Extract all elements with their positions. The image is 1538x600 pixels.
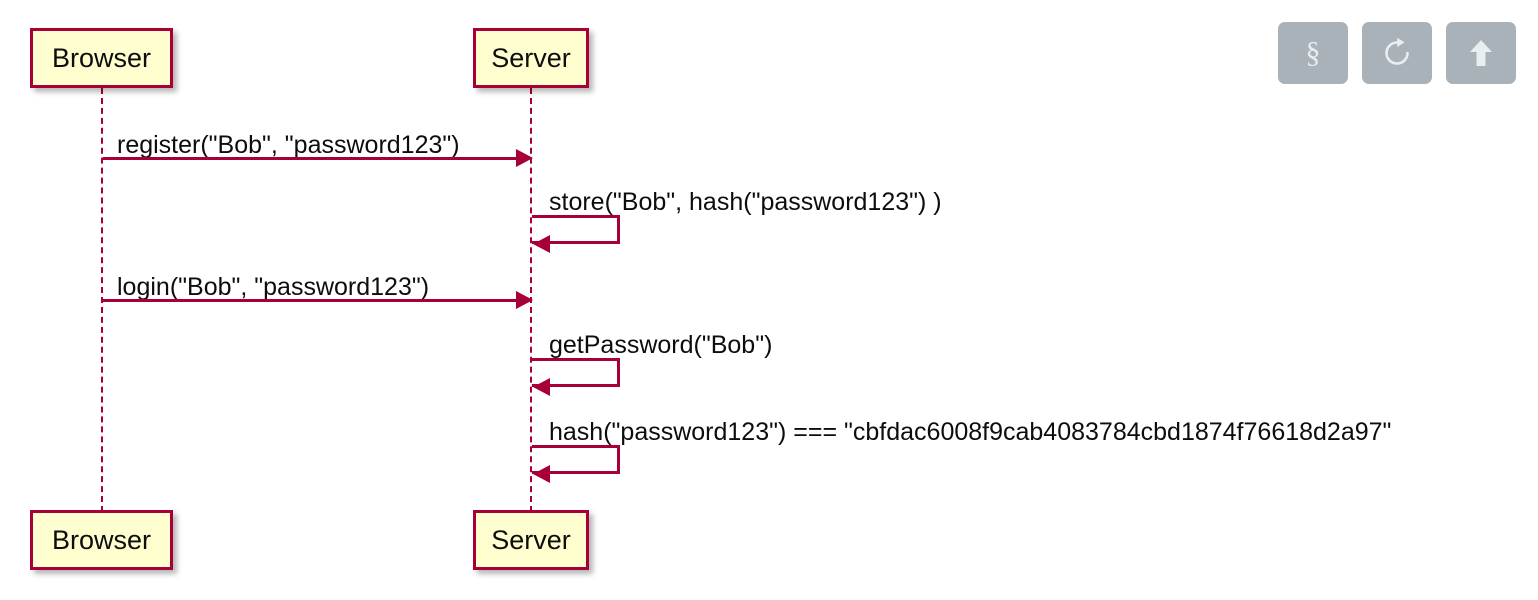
- reload-icon: [1381, 37, 1413, 69]
- message-arrowhead-login: [516, 291, 533, 309]
- upload-button[interactable]: [1446, 22, 1516, 84]
- participant-browser-top[interactable]: Browser: [30, 28, 173, 88]
- message-self-loop-hash-compare: [532, 445, 620, 474]
- participant-browser-bottom[interactable]: Browser: [30, 510, 173, 570]
- message-label-hash-compare: hash("password123") === "cbfdac6008f9cab…: [549, 418, 1392, 446]
- participant-server-top[interactable]: Server: [473, 28, 589, 88]
- message-label-register: register("Bob", "password123"): [117, 131, 460, 159]
- message-label-login: login("Bob", "password123"): [117, 273, 430, 301]
- toolbar: §: [1278, 22, 1516, 84]
- arrow-up-icon: [1465, 37, 1497, 69]
- lifeline-browser: [101, 88, 103, 512]
- message-arrowhead-hash-compare: [533, 465, 550, 483]
- reload-button[interactable]: [1362, 22, 1432, 84]
- message-arrowhead-register: [516, 149, 533, 167]
- participant-server-label-bottom: Server: [491, 524, 571, 555]
- participant-browser-label-top: Browser: [51, 42, 152, 73]
- participant-browser-label-bottom: Browser: [51, 524, 152, 555]
- message-self-loop-getpassword: [532, 358, 620, 387]
- message-label-store: store("Bob", hash("password123") ): [549, 188, 942, 216]
- message-arrowhead-getpassword: [533, 378, 550, 396]
- message-line-login: [103, 299, 523, 302]
- message-self-loop-store: [532, 215, 620, 244]
- section-sign-icon: §: [1305, 36, 1321, 69]
- participant-server-label-top: Server: [491, 42, 571, 73]
- message-label-getpassword: getPassword("Bob"): [549, 331, 773, 359]
- message-arrowhead-store: [533, 235, 550, 253]
- message-line-register: [103, 157, 523, 160]
- section-button[interactable]: §: [1278, 22, 1348, 84]
- participant-server-bottom[interactable]: Server: [473, 510, 589, 570]
